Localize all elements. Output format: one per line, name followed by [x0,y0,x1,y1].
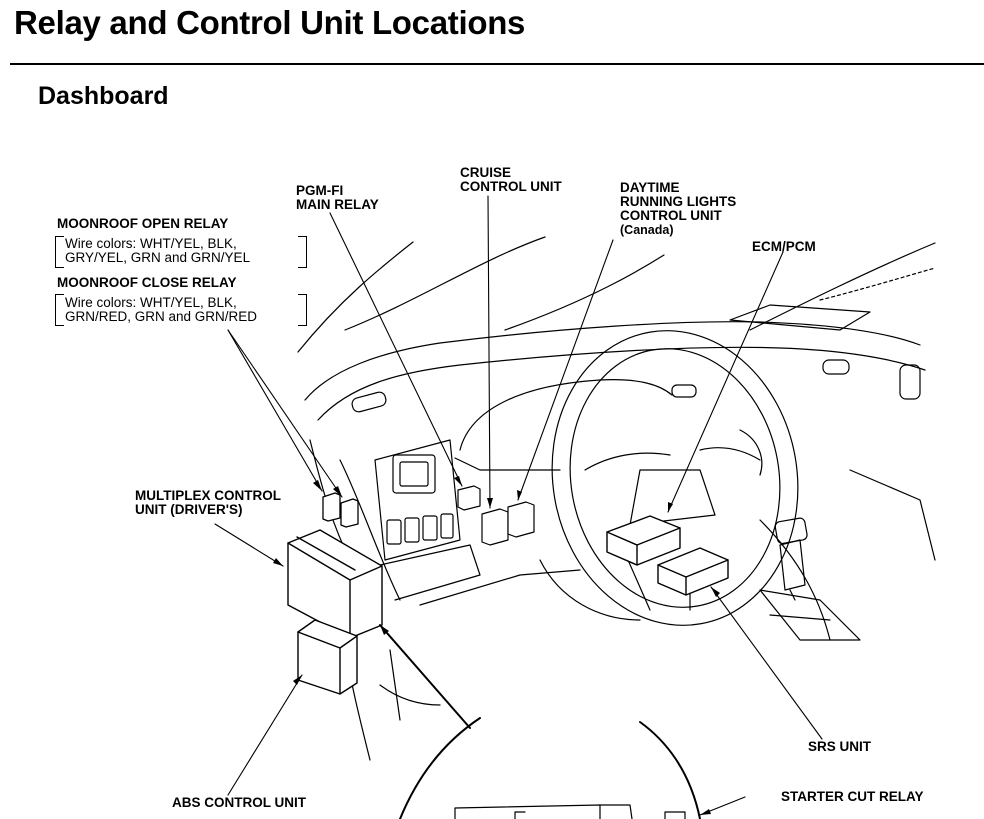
pgm-fi-label: PGM-FI [296,183,344,198]
inset-detail [399,717,746,819]
cruise-control-unit-label: CONTROL UNIT [460,179,562,194]
multiplex-control-unit [287,529,383,639]
pgm-fi-label: MAIN RELAY [296,197,379,212]
cruise-control-unit-label: CRUISE [460,165,512,180]
drl-control-unit-label: (Canada) [620,223,674,237]
wire-bracket-right [298,236,307,268]
drl-control-unit-label: RUNNING LIGHTS [620,194,737,209]
multiplex-control-unit-label: UNIT (DRIVER'S) [135,502,243,517]
title-divider [10,63,984,65]
drl-control-unit-label: DAYTIME [620,180,680,195]
ecm-pcm-unit [606,515,681,566]
starter-cut-relay-label: STARTER CUT RELAY [781,789,924,804]
abs-control-unit-label: ABS CONTROL UNIT [172,795,306,810]
moonroof-close-wire-colors: GRN/RED, GRN and GRN/RED [65,309,258,324]
srs-unit [657,547,729,596]
section-heading: Dashboard [38,82,169,110]
moonroof-open-relay-label: MOONROOF OPEN RELAY [57,216,229,231]
moonroof-close-relay-label: MOONROOF CLOSE RELAY [57,275,237,290]
moonroof-open-wire-colors: Wire colors: WHT/YEL, BLK, [65,236,237,251]
moonroof-relays [322,492,359,528]
wire-bracket-right [298,294,307,326]
moonroof-open-wire-colors: GRY/YEL, GRN and GRN/YEL [65,250,251,265]
wire-bracket-left [55,236,64,268]
moonroof-close-wire-colors: Wire colors: WHT/YEL, BLK, [65,295,237,310]
wire-bracket-left [55,294,64,326]
drl-control-unit-label: CONTROL UNIT [620,208,722,223]
ecm-pcm-label: ECM/PCM [752,239,816,254]
page-title: Relay and Control Unit Locations [14,4,526,41]
srs-unit-label: SRS UNIT [808,739,872,754]
multiplex-control-unit-label: MULTIPLEX CONTROL [135,488,281,503]
